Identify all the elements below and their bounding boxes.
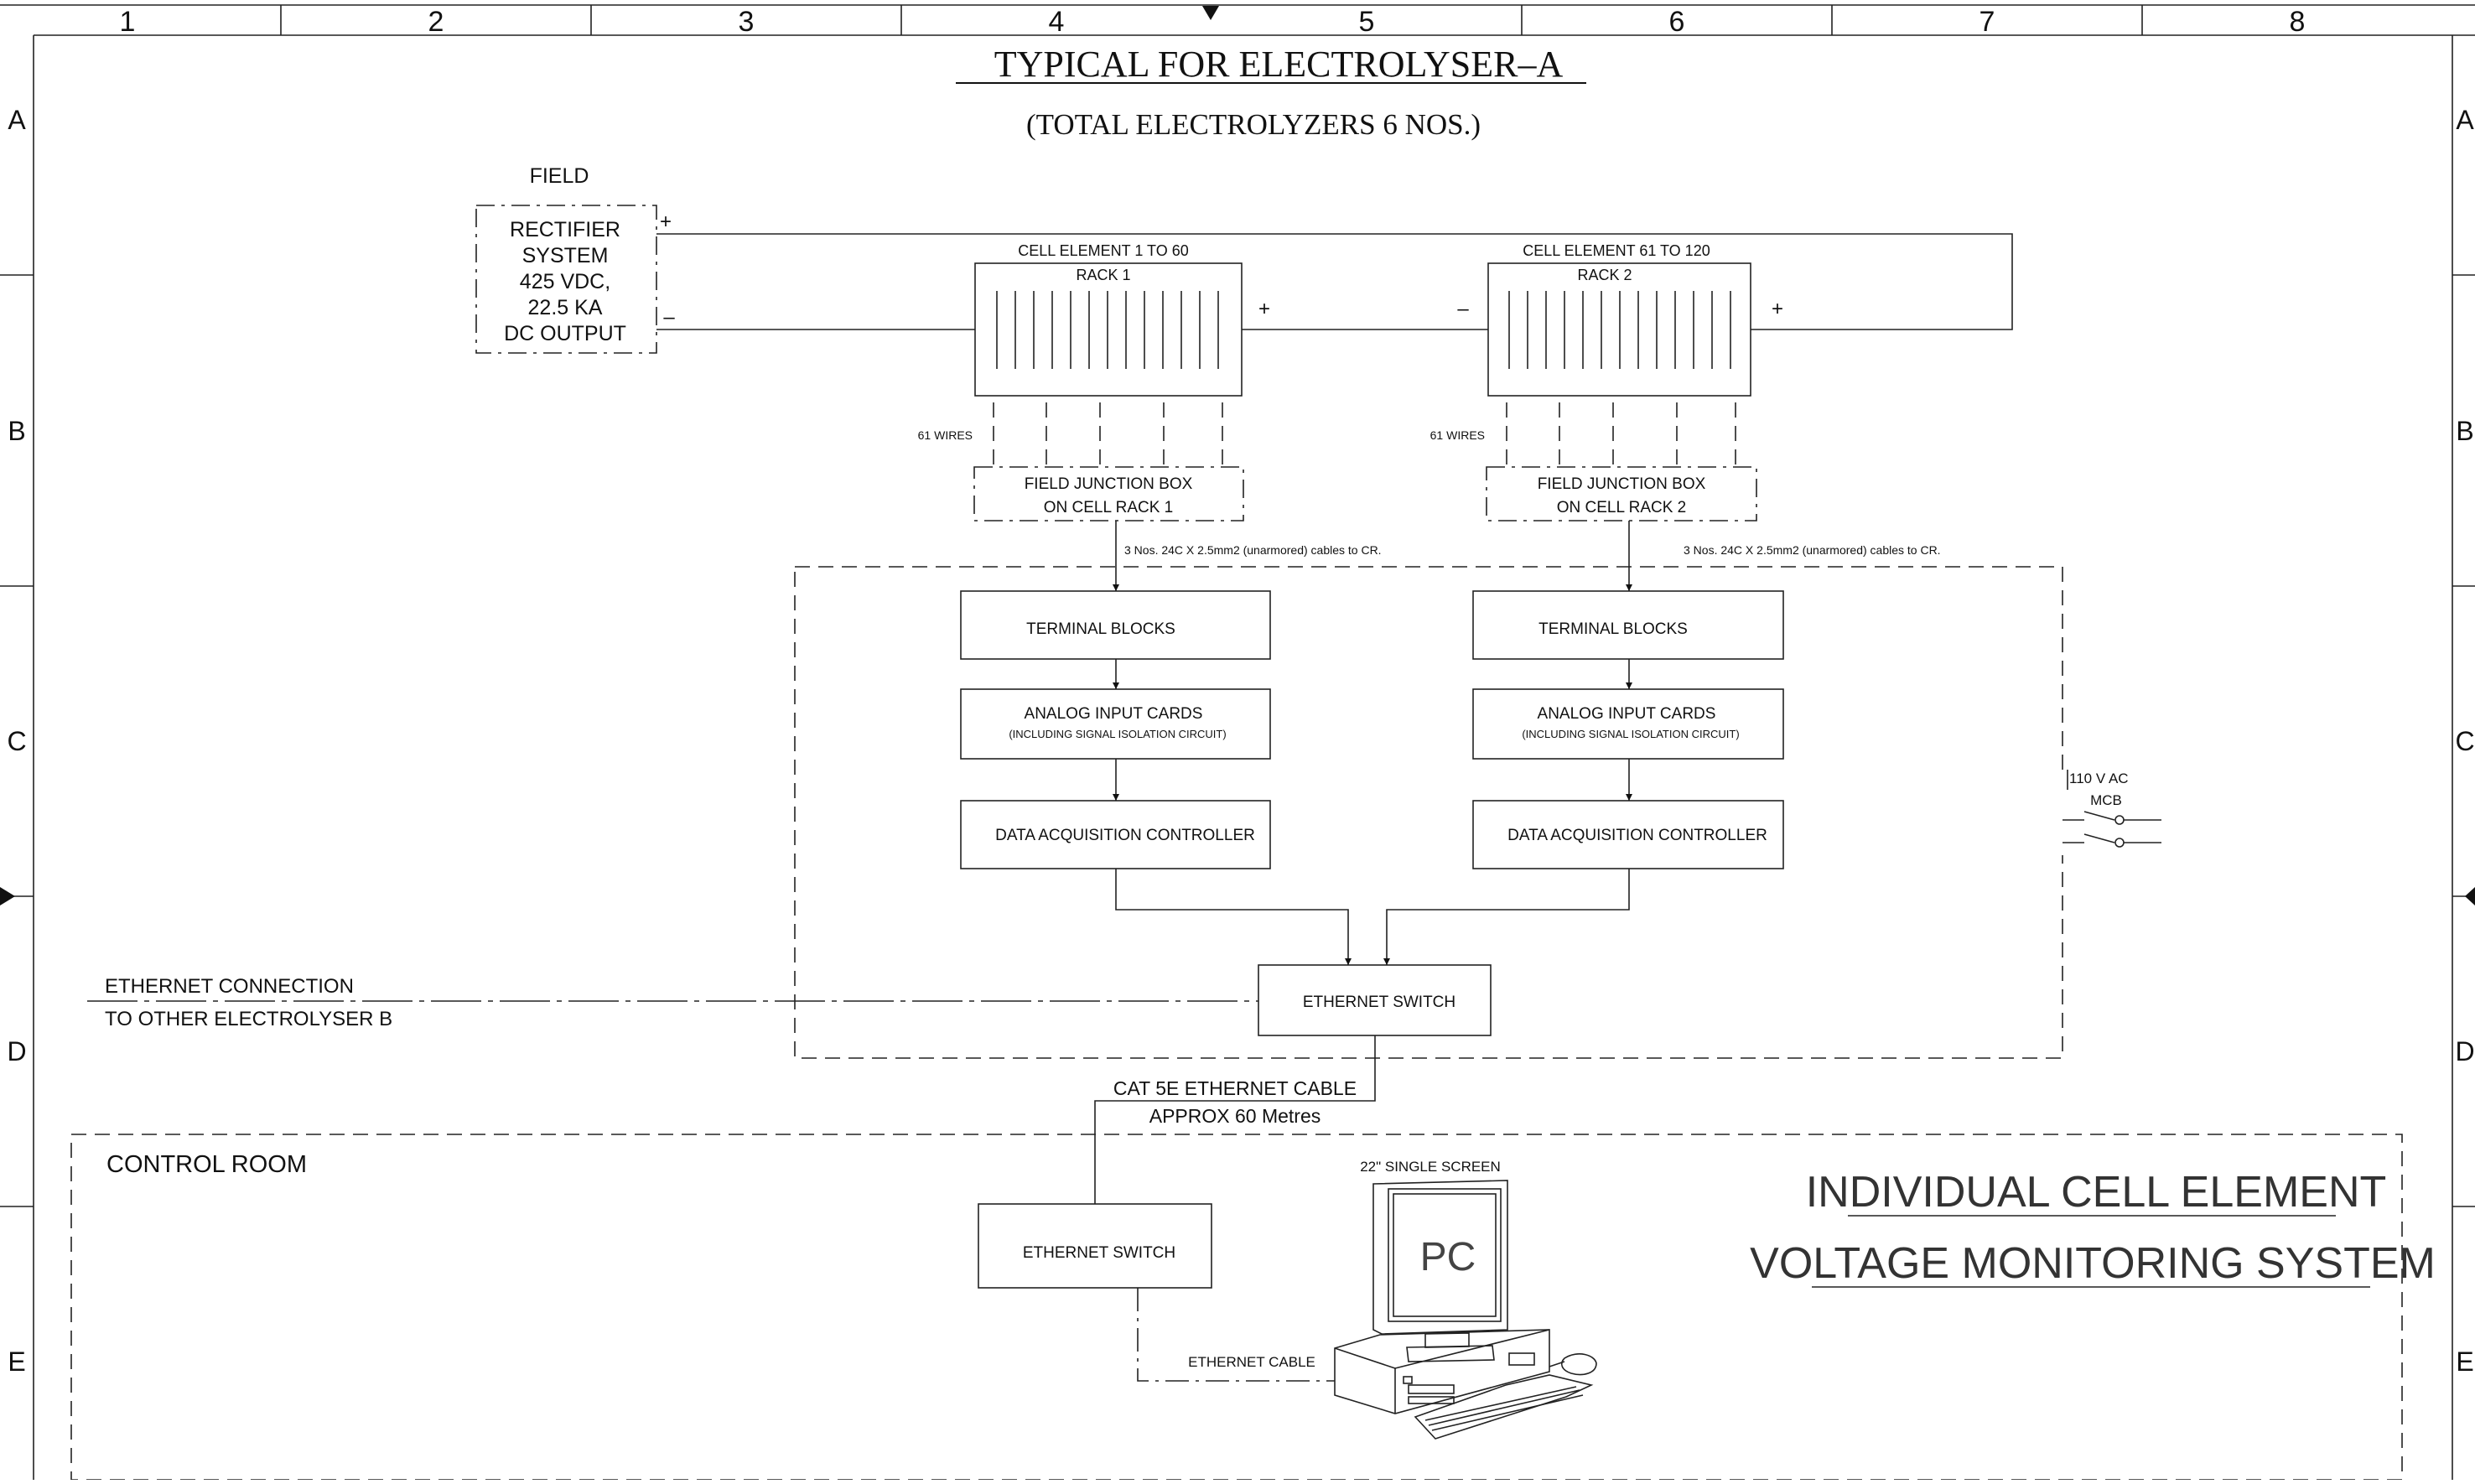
rack1-wires xyxy=(993,402,1223,466)
analog-cards-label-1: ANALOG INPUT CARDS xyxy=(1025,705,1203,723)
rack1-plus-sign: + xyxy=(1258,298,1270,320)
rack1-name: RACK 1 xyxy=(1076,267,1130,283)
terminal-blocks-label-1: TERMINAL BLOCKS xyxy=(1026,620,1175,638)
daq-label-1: DATA ACQUISITION CONTROLLER xyxy=(995,827,1255,844)
cat5e-label-line2: APPROX 60 Metres xyxy=(1149,1105,1321,1127)
column-label: 3 xyxy=(739,6,755,38)
rack2-jb-line2: ON CELL RACK 2 xyxy=(1557,499,1687,516)
rack2-cable-note: 3 Nos. 24C X 2.5mm2 (unarmored) cables t… xyxy=(1684,543,1941,557)
rectifier-line: 425 VDC, xyxy=(520,270,610,293)
rack1-wires-label: 61 WIRES xyxy=(918,428,973,442)
rectifier-text: RECTIFIER SYSTEM 425 VDC, 22.5 KA DC OUT… xyxy=(504,218,626,345)
cat5e-cable-line xyxy=(1094,1035,1376,1204)
rack2-plus-sign: + xyxy=(1772,298,1783,320)
ethernet-cable-label: ETHERNET CABLE xyxy=(1188,1354,1315,1370)
panel-ethernet-switch-label: ETHERNET SWITCH xyxy=(1303,994,1455,1011)
rack2-name: RACK 2 xyxy=(1577,267,1632,283)
column-label: 2 xyxy=(428,6,444,38)
rack1-header: CELL ELEMENT 1 TO 60 xyxy=(1018,242,1188,259)
row-label: C xyxy=(2455,726,2474,756)
center-mark-top xyxy=(1202,6,1219,20)
mcb-switch-symbol xyxy=(2062,811,2161,848)
row-label: E xyxy=(2456,1346,2473,1377)
row-label: D xyxy=(2455,1036,2474,1066)
rectifier-box xyxy=(475,205,657,354)
analog-cards-label-2: ANALOG INPUT CARDS xyxy=(1538,705,1716,723)
rack1-junction-box xyxy=(973,466,1244,521)
column-label: 8 xyxy=(2290,6,2306,38)
column-label: 1 xyxy=(120,6,136,38)
field-label: FIELD xyxy=(530,164,589,188)
ethernet-connection-line1: ETHERNET CONNECTION xyxy=(105,975,354,998)
terminal-blocks-box-2 xyxy=(1472,590,1784,660)
rack2-wires xyxy=(1506,402,1736,466)
cat5e-label-line1: CAT 5E ETHERNET CABLE xyxy=(1113,1077,1357,1099)
rectifier-plus-sign: + xyxy=(660,210,672,233)
column-label: 6 xyxy=(1669,6,1685,38)
control-room-ethernet-switch-box xyxy=(978,1203,1212,1289)
center-mark-left xyxy=(0,887,15,905)
rack1-cells xyxy=(996,291,1219,369)
control-room-ethernet-switch-label: ETHERNET SWITCH xyxy=(1023,1244,1175,1262)
rack2-jb-line1: FIELD JUNCTION BOX xyxy=(1538,475,1706,493)
rectifier-line: SYSTEM xyxy=(522,244,609,267)
power-supply-label: 110 V AC xyxy=(2069,771,2129,786)
rectifier-line: DC OUTPUT xyxy=(504,322,626,345)
rack2-minus-sign: – xyxy=(1457,298,1469,320)
analog-cards-note-1: (INCLUDING SIGNAL ISOLATION CIRCUIT) xyxy=(1009,728,1226,740)
rectifier-line: 22.5 KA xyxy=(528,296,603,319)
row-label: A xyxy=(2456,105,2474,135)
rack2-cells xyxy=(1508,291,1731,369)
mcb-label: MCB xyxy=(2090,792,2122,808)
row-label: E xyxy=(8,1346,25,1377)
rack2-wires-label: 61 WIRES xyxy=(1430,428,1485,442)
row-labels: A B C D E A B C D E xyxy=(7,105,2474,1377)
ethernet-cable-line xyxy=(1137,1288,1335,1382)
rack1-cable-note: 3 Nos. 24C X 2.5mm2 (unarmored) cables t… xyxy=(1124,543,1382,557)
center-mark-right xyxy=(2465,887,2475,905)
terminal-blocks-label-2: TERMINAL BLOCKS xyxy=(1538,620,1688,638)
screen-size-note: 22" SINGLE SCREEN xyxy=(1360,1159,1501,1175)
signal-flow-arrows xyxy=(1113,521,1632,965)
row-label: A xyxy=(8,105,26,135)
rack2-junction-box xyxy=(1486,466,1757,521)
column-labels: 1 2 3 4 5 6 7 8 xyxy=(120,6,2306,38)
dc-bus-wiring xyxy=(656,233,2013,330)
daq-box-2 xyxy=(1472,800,1784,869)
ethernet-connection-line2: TO OTHER ELECTROLYSER B xyxy=(105,1008,392,1030)
column-label: 7 xyxy=(1979,6,1995,38)
drawing-subtitle: (TOTAL ELECTROLYZERS 6 NOS.) xyxy=(1026,108,1481,141)
rack1-box xyxy=(974,262,1243,397)
column-label: 5 xyxy=(1359,6,1375,38)
drawing-frame xyxy=(0,4,2475,1480)
analog-cards-note-2: (INCLUDING SIGNAL ISOLATION CIRCUIT) xyxy=(1522,728,1739,740)
system-title-line1: INDIVIDUAL CELL ELEMENT xyxy=(1806,1168,2387,1217)
control-room-label: CONTROL ROOM xyxy=(106,1151,307,1178)
pc-workstation-icon xyxy=(1334,1180,1597,1440)
drawing-title: TYPICAL FOR ELECTROLYSER–A xyxy=(994,44,1564,85)
system-title-line2: VOLTAGE MONITORING SYSTEM xyxy=(1750,1239,2436,1288)
row-label: B xyxy=(2456,416,2473,446)
column-label: 4 xyxy=(1049,6,1065,38)
rack1-jb-line2: ON CELL RACK 1 xyxy=(1044,499,1174,516)
rectifier-line: RECTIFIER xyxy=(510,218,620,241)
analog-cards-box-2 xyxy=(1472,688,1784,760)
row-label: C xyxy=(7,726,26,756)
pc-screen-label: PC xyxy=(1420,1235,1476,1279)
rack1-jb-line1: FIELD JUNCTION BOX xyxy=(1025,475,1193,493)
daq-label-2: DATA ACQUISITION CONTROLLER xyxy=(1507,827,1767,844)
rectifier-minus-sign: – xyxy=(663,306,675,329)
rack2-box xyxy=(1487,262,1751,397)
rack2-header: CELL ELEMENT 61 TO 120 xyxy=(1523,242,1710,259)
row-label: B xyxy=(8,416,25,446)
row-label: D xyxy=(7,1036,26,1066)
analog-cards-box-1 xyxy=(960,688,1271,760)
control-panel-boundary xyxy=(794,566,2063,1059)
